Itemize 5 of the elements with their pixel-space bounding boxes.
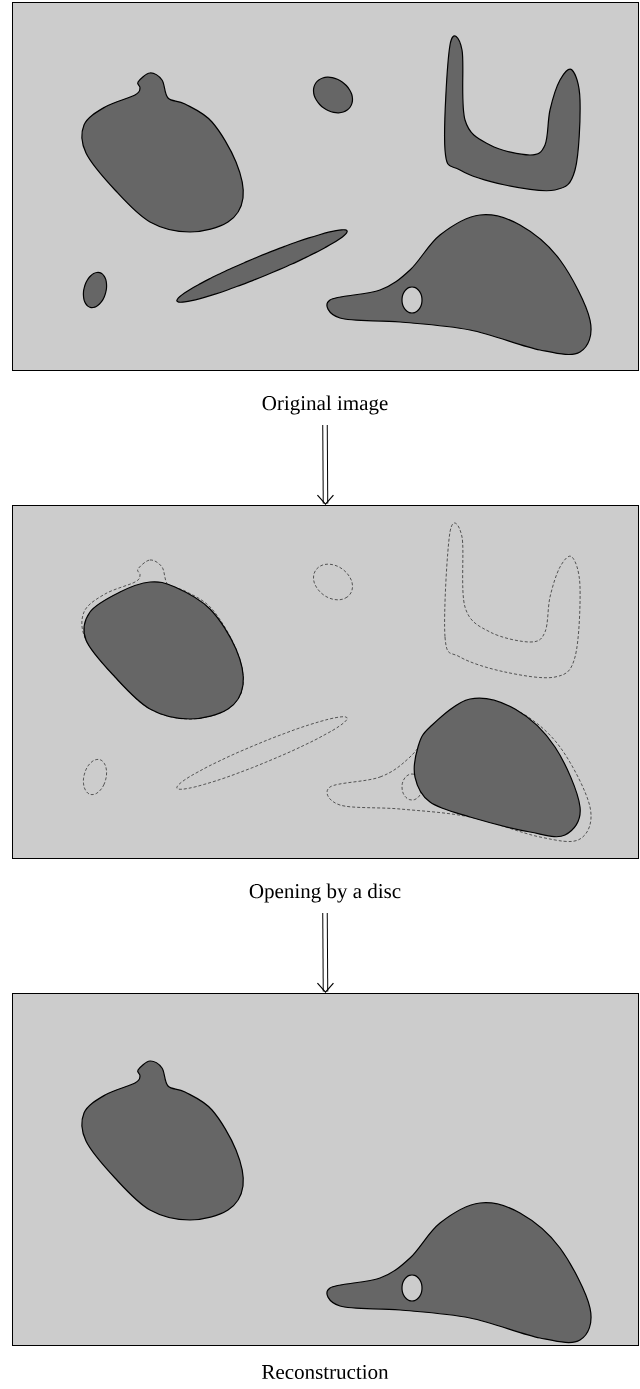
- image-label: Original image: [262, 395, 388, 415]
- arrow: [316, 425, 335, 505]
- image-label: Opening by a disc: [249, 883, 401, 903]
- image-label: Reconstruction: [262, 1364, 389, 1380]
- arrow: [316, 913, 335, 993]
